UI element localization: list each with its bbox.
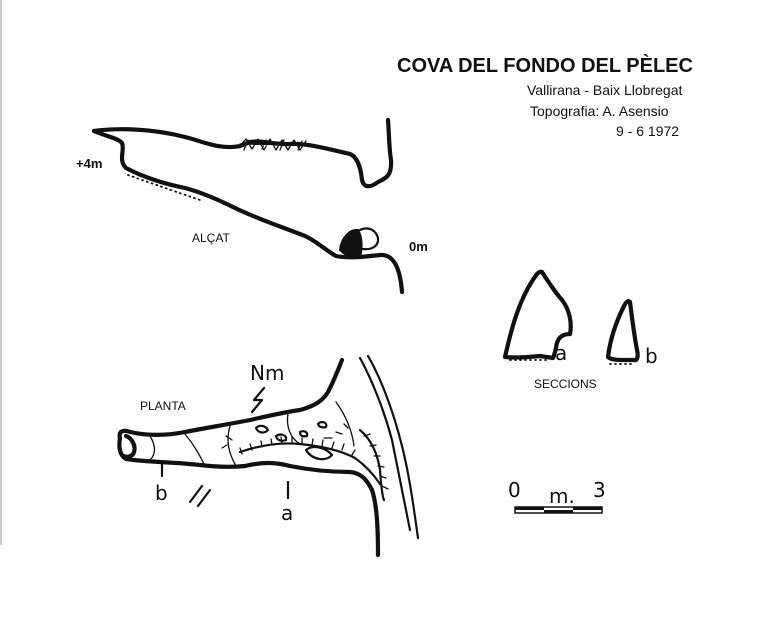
scale-unit: m.: [549, 484, 575, 508]
scale-bar-segment-2: [544, 510, 573, 513]
slope-marks-icon: [188, 484, 212, 508]
elevation-profile: +4m 0m ALÇAT: [76, 117, 428, 295]
survey-date: 9 - 6 1972: [616, 123, 679, 139]
cross-sections: a b SECCIONS: [502, 269, 658, 391]
plan-chamber-dividers: [149, 401, 355, 467]
section-b-label: b: [645, 344, 658, 368]
section-b-outline: [605, 299, 640, 363]
section-b-marker: b: [155, 481, 168, 505]
elevation-height-bottom: 0m: [409, 239, 428, 254]
plan-drop-edge: [358, 428, 386, 502]
plan-lower-wall: [117, 435, 381, 558]
plan-left-end: [121, 433, 137, 459]
scale-bar-segment-1: [515, 507, 544, 510]
elevation-label: ALÇAT: [192, 231, 230, 245]
elevation-floor-sediment: [127, 174, 201, 201]
north-label: Nm: [250, 361, 284, 385]
plan-terrain-line-inner: [358, 356, 412, 532]
plan-inner-wall: [238, 442, 382, 486]
scale-start: 0: [508, 478, 521, 502]
scale-bar-segment-3: [573, 507, 602, 510]
section-a-marker: a: [281, 501, 293, 525]
scale-bar: 0 m. 3: [508, 478, 606, 514]
section-a-outline: [502, 269, 573, 361]
location-text: Vallirana - Baix Llobregat: [527, 82, 682, 98]
plan-breakdown-blocks: [254, 421, 334, 461]
map-title: COVA DEL FONDO DEL PÈLEC: [397, 54, 693, 77]
north-arrow-icon: [250, 386, 266, 414]
elevation-lower-wall: [91, 128, 405, 295]
header: COVA DEL FONDO DEL PÈLEC Vallirana - Bai…: [397, 54, 693, 139]
plan-floor-marks: [221, 423, 349, 449]
plan-terrain-line-outer: [366, 354, 420, 540]
sections-label: SECCIONS: [534, 377, 597, 391]
scale-end: 3: [593, 478, 606, 502]
elevation-height-top: +4m: [76, 156, 102, 171]
survey-credit: Topografia: A. Asensio: [530, 103, 669, 119]
roof-breakdown-texture: [237, 138, 307, 151]
plan-view: Nm PLANTA b a: [117, 354, 420, 558]
entrance-block: [338, 228, 363, 259]
elevation-upper-wall: [91, 117, 394, 189]
plan-upper-wall: [117, 357, 345, 441]
entrance-boulder: [358, 227, 380, 251]
section-a-label: a: [555, 341, 567, 365]
plan-label: PLANTA: [140, 399, 186, 413]
